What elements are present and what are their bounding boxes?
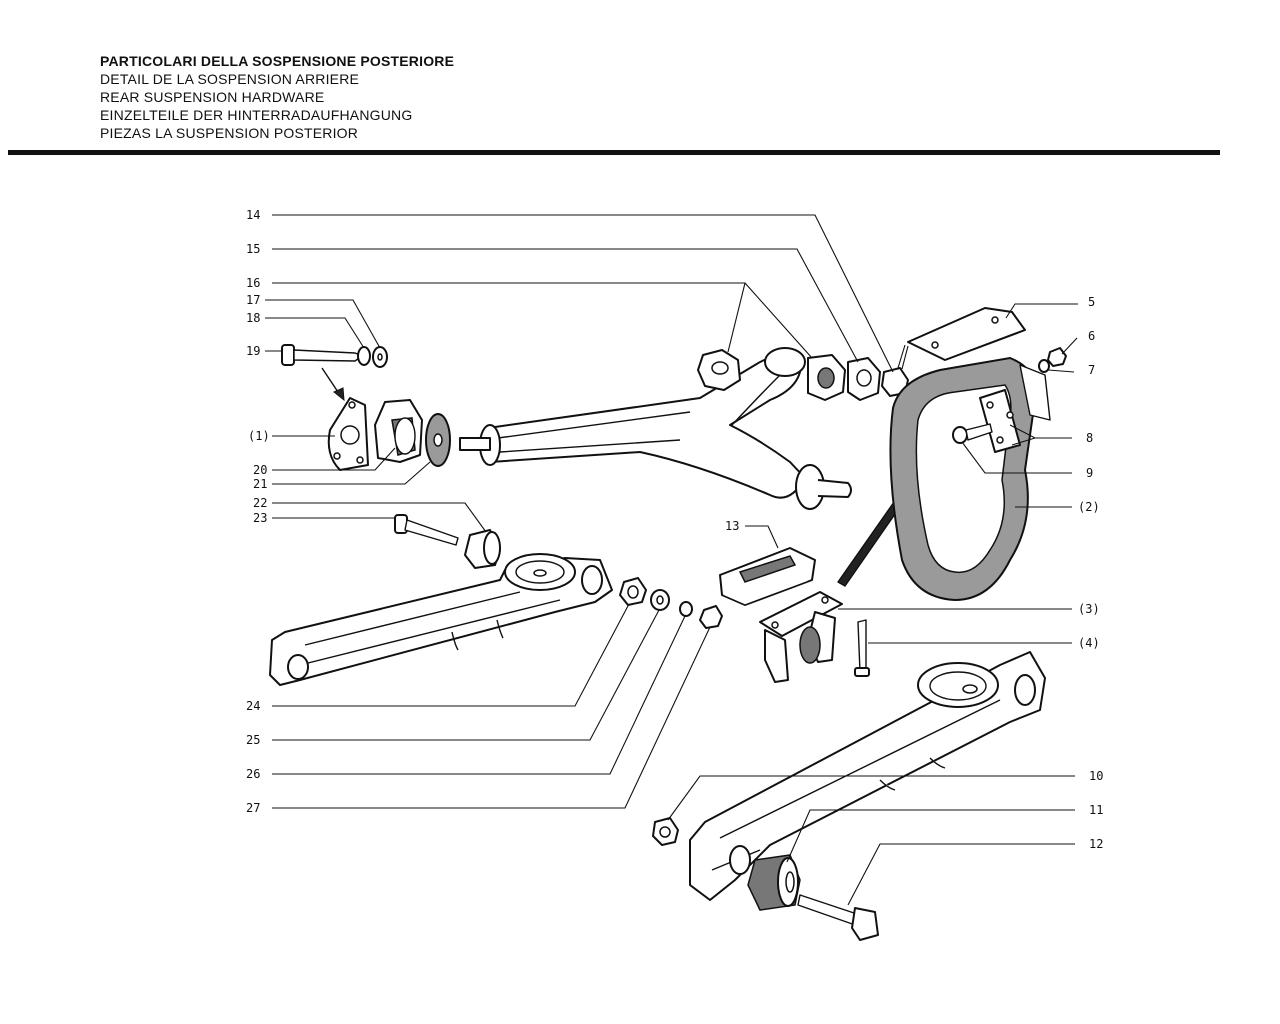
callout-18: 18 (246, 311, 260, 325)
assembly-arrow-small-head (333, 387, 345, 402)
callout-3: (3) (1078, 602, 1100, 616)
callout-15: 15 (246, 242, 260, 256)
washer-18 (357, 346, 371, 366)
washer-25 (650, 589, 670, 611)
callout-17: 17 (246, 293, 260, 307)
bolt-19 (281, 344, 363, 366)
callout-2: (2) (1078, 500, 1100, 514)
nut-24 (619, 577, 647, 606)
bushing-11 (747, 854, 801, 911)
page-header: PARTICOLARI DELLA SOSPENSIONE POSTERIORE… (100, 52, 454, 142)
washer-26 (679, 601, 693, 617)
title-french: DETAIL DE LA SOSPENSION ARRIERE (100, 71, 360, 87)
callout-6: 6 (1088, 329, 1095, 343)
nut-27 (699, 605, 723, 629)
callout-7: 7 (1088, 363, 1095, 377)
callout-19: 19 (246, 344, 260, 358)
bolt-9 (952, 423, 993, 444)
callout-9: 9 (1086, 466, 1093, 480)
washer-21 (425, 413, 451, 467)
callout-27: 27 (246, 801, 260, 815)
callout-4: (4) (1078, 636, 1100, 650)
washer-7 (1038, 359, 1050, 373)
upper-y-arm (459, 347, 852, 510)
callout-24: 24 (246, 699, 260, 713)
callout-12: 12 (1089, 837, 1103, 851)
callout-13: 13 (725, 519, 739, 533)
top-plate-5 (907, 307, 1026, 361)
lower-arm-left (269, 553, 613, 686)
mount-plate-1 (327, 397, 369, 471)
nut-16-left (697, 349, 741, 391)
header-rule (8, 150, 1220, 155)
nut-6 (1047, 347, 1067, 367)
title-german: EINZELTEILE DER HINTERRADAUFHANGUNG (100, 107, 413, 123)
bushing-16-right (807, 354, 846, 401)
spring-bracket-2 (889, 356, 1051, 602)
callout-20: 20 (253, 463, 267, 477)
callout-22: 22 (253, 496, 267, 510)
rubber-mount-13 (719, 547, 816, 606)
callout-23: 23 (253, 511, 267, 525)
nut-15 (847, 357, 881, 401)
callout-14: 14 (246, 208, 260, 222)
bracket-plate-8 (979, 389, 1021, 453)
nut-10 (652, 817, 679, 846)
bolt-4 (854, 619, 870, 677)
bushing-housing-20 (374, 399, 423, 463)
bolt-23 (394, 514, 459, 546)
title-italian: PARTICOLARI DELLA SOSPENSIONE POSTERIORE (100, 53, 455, 69)
clamp-bracket-3 (759, 591, 843, 683)
callout-16: 16 (246, 276, 260, 290)
title-english: REAR SUSPENSION HARDWARE (100, 89, 325, 105)
title-spanish: PIEZAS LA SUSPENSION POSTERIOR (100, 125, 359, 141)
callout-labels: 14 15 16 17 18 19 (1) 20 21 22 23 24 25 … (246, 208, 1103, 851)
bolt-12 (797, 894, 879, 941)
callout-10: 10 (1089, 769, 1103, 783)
callout-26: 26 (246, 767, 260, 781)
bushing-22 (464, 529, 501, 569)
callout-11: 11 (1089, 803, 1103, 817)
callout-21: 21 (253, 477, 267, 491)
callout-1: (1) (248, 429, 270, 443)
callout-5: 5 (1088, 295, 1095, 309)
leader-lines (265, 214, 1078, 906)
callout-25: 25 (246, 733, 260, 747)
callout-8: 8 (1086, 431, 1093, 445)
washer-17 (372, 346, 388, 368)
